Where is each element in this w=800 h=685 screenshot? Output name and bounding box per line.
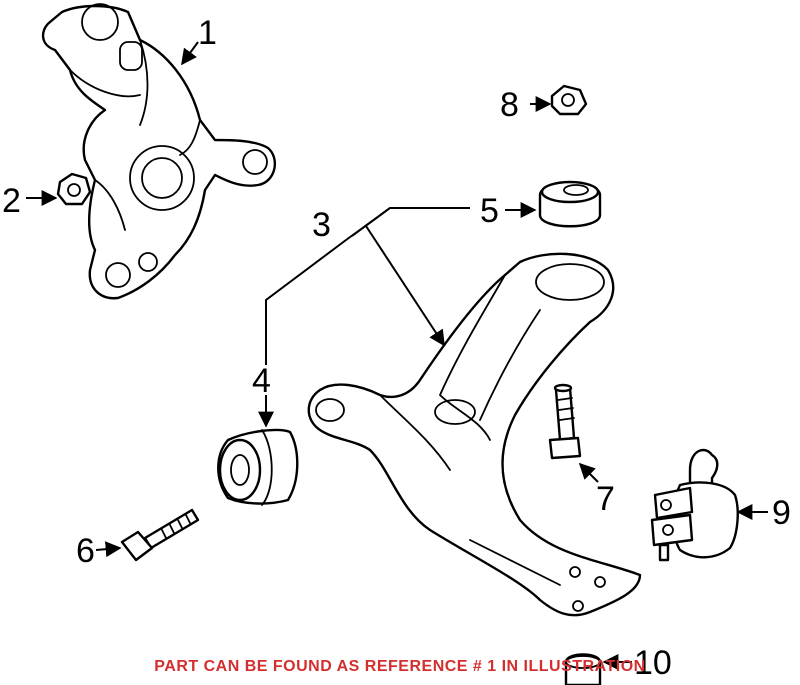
callout-9: 9 bbox=[772, 494, 791, 532]
callout-2: 2 bbox=[2, 182, 21, 220]
bolt-7[interactable] bbox=[548, 383, 582, 460]
callout-10: 10 bbox=[634, 644, 672, 682]
callout-1: 1 bbox=[198, 14, 217, 52]
ball-joint[interactable] bbox=[650, 448, 739, 562]
callout-numbers: 1 2 3 4 5 6 7 8 9 10 bbox=[2, 14, 791, 682]
callout-3: 3 bbox=[312, 206, 331, 244]
bolt-6[interactable] bbox=[120, 508, 200, 562]
nut-2[interactable] bbox=[56, 172, 92, 206]
callout-5: 5 bbox=[480, 192, 499, 230]
control-arm[interactable] bbox=[307, 252, 642, 617]
nut-8[interactable] bbox=[550, 84, 588, 116]
callout-8: 8 bbox=[500, 86, 519, 124]
steering-knuckle[interactable] bbox=[41, 3, 277, 300]
cap-10[interactable] bbox=[564, 653, 602, 685]
callout-6: 6 bbox=[76, 532, 95, 570]
bushing-4[interactable] bbox=[217, 428, 299, 506]
callout-4: 4 bbox=[252, 362, 271, 400]
reference-notice: PART CAN BE FOUND AS REFERENCE # 1 IN IL… bbox=[154, 658, 646, 675]
bushing-5[interactable] bbox=[538, 180, 602, 228]
leader-lines bbox=[26, 41, 768, 670]
callout-7: 7 bbox=[596, 480, 615, 518]
